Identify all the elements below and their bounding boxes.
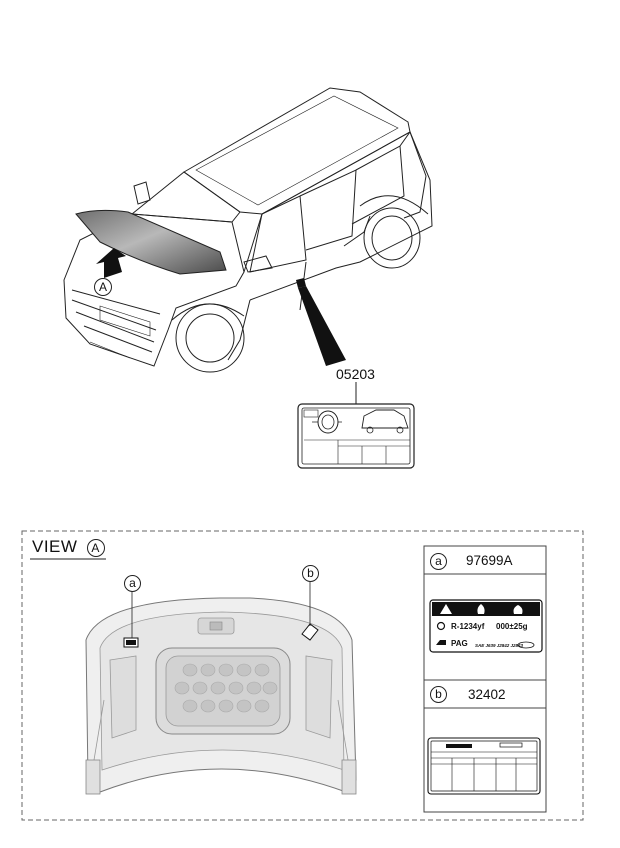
view-arrow-icon — [96, 248, 126, 278]
legend-b-letter: b — [430, 686, 447, 703]
ac-refrigerant-label — [429, 599, 543, 653]
legend-a-part-number: 97699A — [466, 553, 513, 568]
tire-label-diagram — [297, 403, 415, 469]
oil-can-icon — [436, 640, 446, 645]
legend-b-part-number: 32402 — [468, 687, 506, 702]
view-a-panel — [21, 530, 584, 821]
legend-a-letter: a — [430, 553, 447, 570]
label-32402-diagram — [427, 737, 541, 795]
view-title-text: VIEW — [32, 537, 78, 556]
pad-dimples — [174, 663, 278, 713]
view-frame-dashed — [21, 530, 584, 821]
label-part-number-05203: 05203 — [336, 366, 375, 382]
hood-underside-drawing — [85, 597, 357, 795]
refrigerant-charge: 000±25g — [496, 622, 528, 631]
oil-type: PAG — [451, 639, 468, 648]
view-a-marker: A — [94, 278, 112, 296]
flame-icon — [477, 604, 485, 614]
refrigerant-type: R-1234yf — [451, 622, 485, 631]
view-title-marker: A — [86, 539, 105, 557]
vehicle-body-outline — [63, 87, 433, 373]
warning-triangle-icon — [440, 604, 452, 614]
callout-b: b — [302, 565, 319, 582]
gear-icon — [436, 621, 446, 631]
hood-panel — [75, 209, 227, 275]
label-location-marker — [296, 278, 306, 288]
label-leader-wedge — [298, 286, 346, 366]
view-a-title: VIEW A — [32, 537, 105, 557]
vehicle-illustration — [63, 87, 433, 469]
oil-spec: SAE J639 J2842 J2843 — [475, 643, 524, 648]
label-b-location — [301, 623, 319, 641]
callout-a: a — [124, 575, 141, 592]
person-icon — [513, 605, 523, 614]
